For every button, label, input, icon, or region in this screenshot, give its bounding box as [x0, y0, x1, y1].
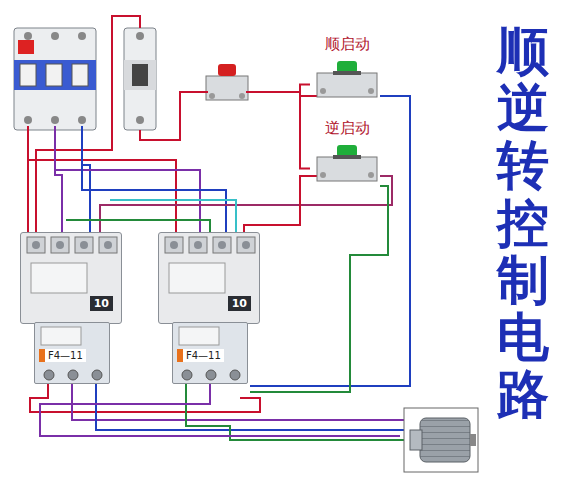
button-label: 顺启动 — [323, 35, 372, 53]
wires — [28, 16, 410, 440]
three-pole-breaker — [14, 28, 96, 130]
button-label: 逆启动 — [323, 119, 372, 137]
thermal-relay: F4—11 — [172, 322, 248, 384]
stop-button — [206, 64, 248, 100]
motor — [404, 408, 478, 472]
relay-model: F4—11 — [177, 349, 224, 362]
control-wire — [300, 84, 310, 168]
start-button: 逆启动 — [310, 118, 384, 188]
contactor-rating: 10 — [228, 296, 251, 311]
relay-model: F4—11 — [39, 349, 86, 362]
control-breaker — [124, 28, 156, 130]
contactor: 10 — [20, 232, 122, 324]
button-body — [315, 55, 379, 99]
button-body — [315, 139, 379, 183]
contactor: 10 — [158, 232, 260, 324]
title-text: 顺逆转控制电路 — [497, 22, 549, 422]
contactor-rating: 10 — [90, 296, 113, 311]
thermal-relay: F4—11 — [34, 322, 110, 384]
start-button: 顺启动 — [310, 34, 384, 104]
